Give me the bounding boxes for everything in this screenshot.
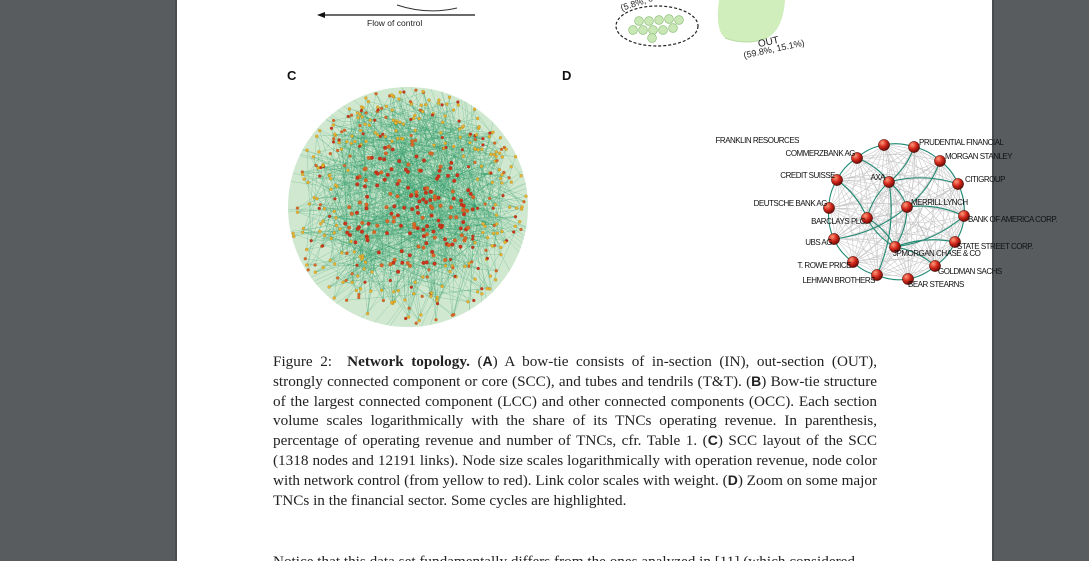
label-franklin-resources: FRANKLIN RESOURCES [716, 136, 800, 145]
node-jpmorgan-chase-co [889, 241, 901, 253]
node-merrill-lynch [901, 201, 913, 213]
node-morgan-stanley [934, 155, 946, 167]
panel-d-label: D [562, 68, 572, 83]
node-barclays-plc [861, 212, 873, 224]
node-prudential-financial [908, 141, 920, 153]
financial-tnc-network: FRANKLIN RESOURCES PRUDENTIAL FINANCIAL CO… [716, 136, 1058, 289]
node-bear-stearns [902, 273, 914, 285]
label-bear-stearns: BEAR STEARNS [908, 280, 964, 289]
label-goldman-sachs: GOLDMAN SACHS [938, 267, 1002, 276]
label-ubs-ag: UBS AG [805, 238, 832, 247]
label-prudential-financial: PRUDENTIAL FINANCIAL [919, 138, 1004, 147]
label-lehman-brothers: LEHMAN BROTHERS [802, 276, 875, 285]
figure-title: Network topology. [347, 353, 470, 370]
node-deutsche-bank-ag [823, 202, 835, 214]
label-credit-suisse: CREDIT SUISSE [780, 171, 835, 180]
caption-ref-c: C [707, 432, 718, 449]
label-citigroup: CITIGROUP [965, 175, 1005, 184]
node-commerzbank-ag [851, 152, 863, 164]
page-shadow-left [175, 0, 177, 561]
caption-text-a: A bow-tie consists of in-section (IN), o… [273, 353, 878, 390]
node-state-street-corp [949, 236, 961, 248]
caption-ref-d: D [727, 471, 738, 488]
node-franklin-resources [878, 139, 890, 151]
node-bank-of-america-corp [958, 210, 970, 222]
node-credit-suisse [831, 174, 843, 186]
label-state-street-corp: STATE STREET CORP. [957, 242, 1033, 251]
flow-of-control-label: Flow of control [367, 18, 423, 28]
node-citigroup [952, 178, 964, 190]
page-shadow-right [992, 0, 994, 561]
caption-text-b: Bow-tie structure of the largest connect… [273, 372, 877, 450]
scc-network-layout [287, 86, 528, 327]
label-jpmorgan-chase-co: JPMORGAN CHASE & CO [893, 249, 981, 258]
panel-c-label: C [287, 68, 297, 83]
flow-arrow [317, 4, 475, 18]
figure-caption: Figure 2: Network topology. (A) A bow-ti… [273, 353, 878, 509]
label-axa: AXA [870, 173, 886, 182]
bowtie-fragment [615, 0, 785, 47]
label-deutsche-bank-ag: DEUTSCHE BANK AG [754, 199, 828, 208]
node-ubs-ag [828, 233, 840, 245]
next-paragraph: Notice that this data set fundamentally … [273, 551, 877, 561]
node-lehman-brothers [871, 269, 883, 281]
figure-number: Figure 2: [273, 353, 333, 370]
pdf-page: Flow of control (5.8%, 0 OUT (59.8%, 15.… [177, 0, 1058, 561]
node-goldman-sachs [929, 260, 941, 272]
label-merrill-lynch: MERRILL LYNCH [911, 198, 968, 207]
caption-text-c: SCC layout of the SCC (1318 nodes and 12… [273, 432, 878, 489]
caption-ref-b: B [751, 372, 762, 389]
caption-text-d: Zoom on some major TNCs in the financial… [273, 471, 878, 509]
label-bank-of-america-corp: BANK OF AMERICA CORP. [968, 215, 1057, 224]
label-barclays-plc: BARCLAYS PLC [811, 217, 866, 226]
label-morgan-stanley: MORGAN STANLEY [945, 152, 1013, 161]
label-commerzbank-ag: COMMERZBANK AG [786, 149, 856, 158]
caption-ref-a: A [482, 353, 493, 369]
label-t-rowe-price: T. ROWE PRICE [797, 261, 851, 270]
node-t-rowe-price [847, 256, 859, 268]
node-axa [883, 176, 895, 188]
